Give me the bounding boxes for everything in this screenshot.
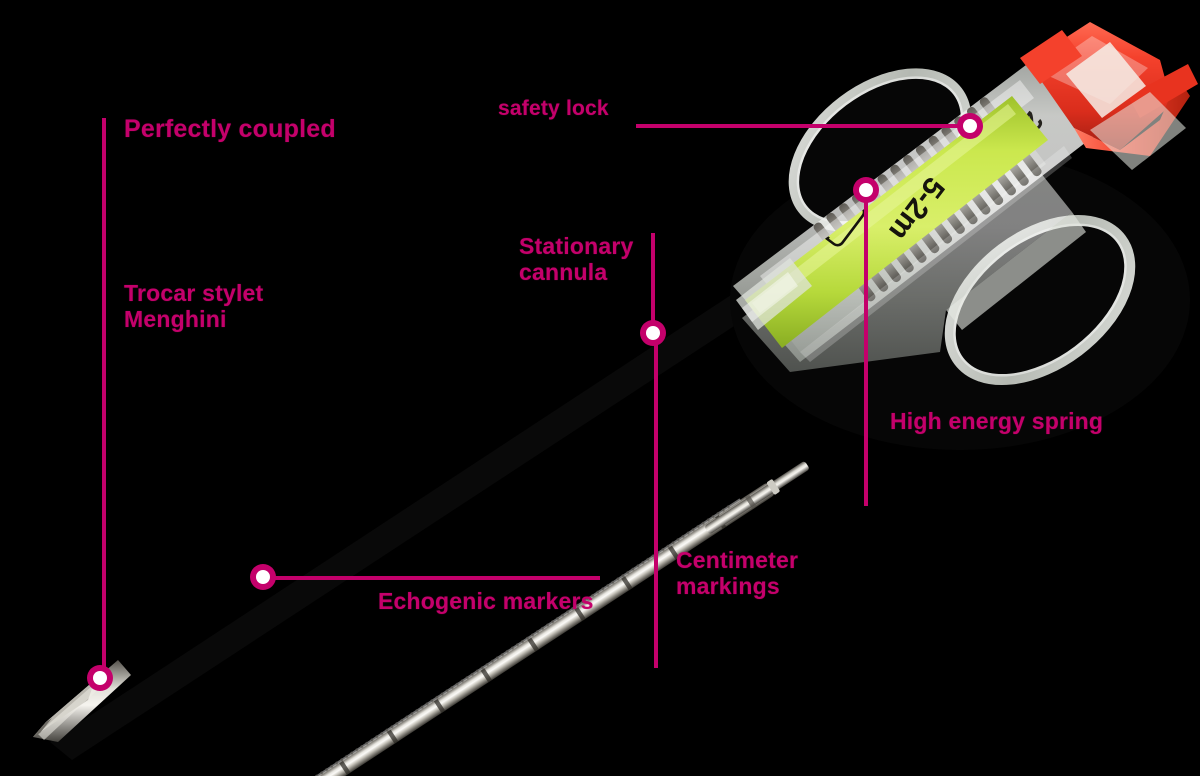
callout-dot-perfectly-coupled [87, 665, 113, 691]
callout-dot-high-energy-spring [853, 177, 879, 203]
callout-label-echogenic-markers: Echogenic markers [378, 588, 594, 614]
callout-dot-safety-lock [957, 113, 983, 139]
callout-label-stationary-cannula: Stationary cannula [519, 233, 634, 285]
callout-label-perfectly-coupled: Perfectly coupled [124, 115, 336, 143]
callout-label-safety-lock: safety lock [498, 97, 609, 120]
callout-dot-stationary-cannula [640, 320, 666, 346]
callout-label-high-energy-spring: High energy spring [890, 408, 1104, 434]
callout-label-centimeter-markings: Centimeter markings [676, 547, 799, 599]
callout-label-trocar-stylet-menghini: Trocar stylet Menghini [124, 280, 264, 332]
callout-dot-echogenic-markers [250, 564, 276, 590]
